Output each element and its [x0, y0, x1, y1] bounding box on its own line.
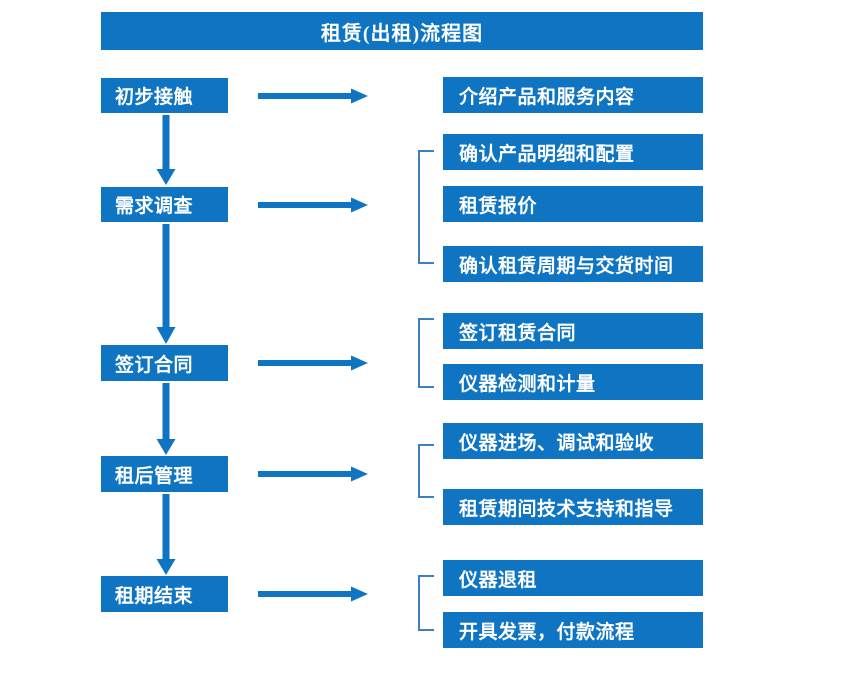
- right-arrow-stage-4: [258, 463, 368, 485]
- down-arrow-1-to-2: [155, 115, 177, 185]
- detail-box-5[interactable]: 签订租赁合同: [443, 313, 703, 349]
- down-arrow-4-to-5: [155, 494, 177, 575]
- group-bracket-term-end: [418, 575, 434, 631]
- detail-box-6[interactable]: 仪器检测和计量: [443, 364, 703, 400]
- group-bracket-post-rental: [418, 444, 434, 498]
- down-arrow-3-to-4: [155, 383, 177, 455]
- detail-box-3[interactable]: 租赁报价: [443, 186, 703, 222]
- right-arrow-stage-5: [258, 583, 368, 605]
- down-arrow-2-to-3: [155, 224, 177, 344]
- group-bracket-needs-survey: [418, 150, 434, 264]
- stage-box-5[interactable]: 租期结束: [101, 576, 228, 612]
- detail-box-8[interactable]: 租赁期间技术支持和指导: [443, 489, 703, 525]
- stage-box-2[interactable]: 需求调查: [101, 187, 228, 222]
- stage-box-3[interactable]: 签订合同: [101, 345, 228, 381]
- detail-box-7[interactable]: 仪器进场、调试和验收: [443, 423, 703, 459]
- stage-box-4[interactable]: 租后管理: [101, 456, 228, 492]
- detail-box-1[interactable]: 介绍产品和服务内容: [443, 77, 703, 113]
- right-arrow-stage-2: [258, 194, 368, 216]
- right-arrow-stage-1: [258, 85, 368, 107]
- stage-box-1[interactable]: 初步接触: [101, 78, 228, 113]
- detail-box-2[interactable]: 确认产品明细和配置: [443, 134, 703, 170]
- detail-box-9[interactable]: 仪器退租: [443, 560, 703, 596]
- detail-box-4[interactable]: 确认租赁周期与交货时间: [443, 246, 703, 282]
- detail-box-10[interactable]: 开具发票，付款流程: [443, 612, 703, 648]
- right-arrow-stage-3: [258, 352, 368, 374]
- diagram-title: 租赁(出租)流程图: [101, 12, 703, 50]
- group-bracket-contract: [418, 318, 434, 388]
